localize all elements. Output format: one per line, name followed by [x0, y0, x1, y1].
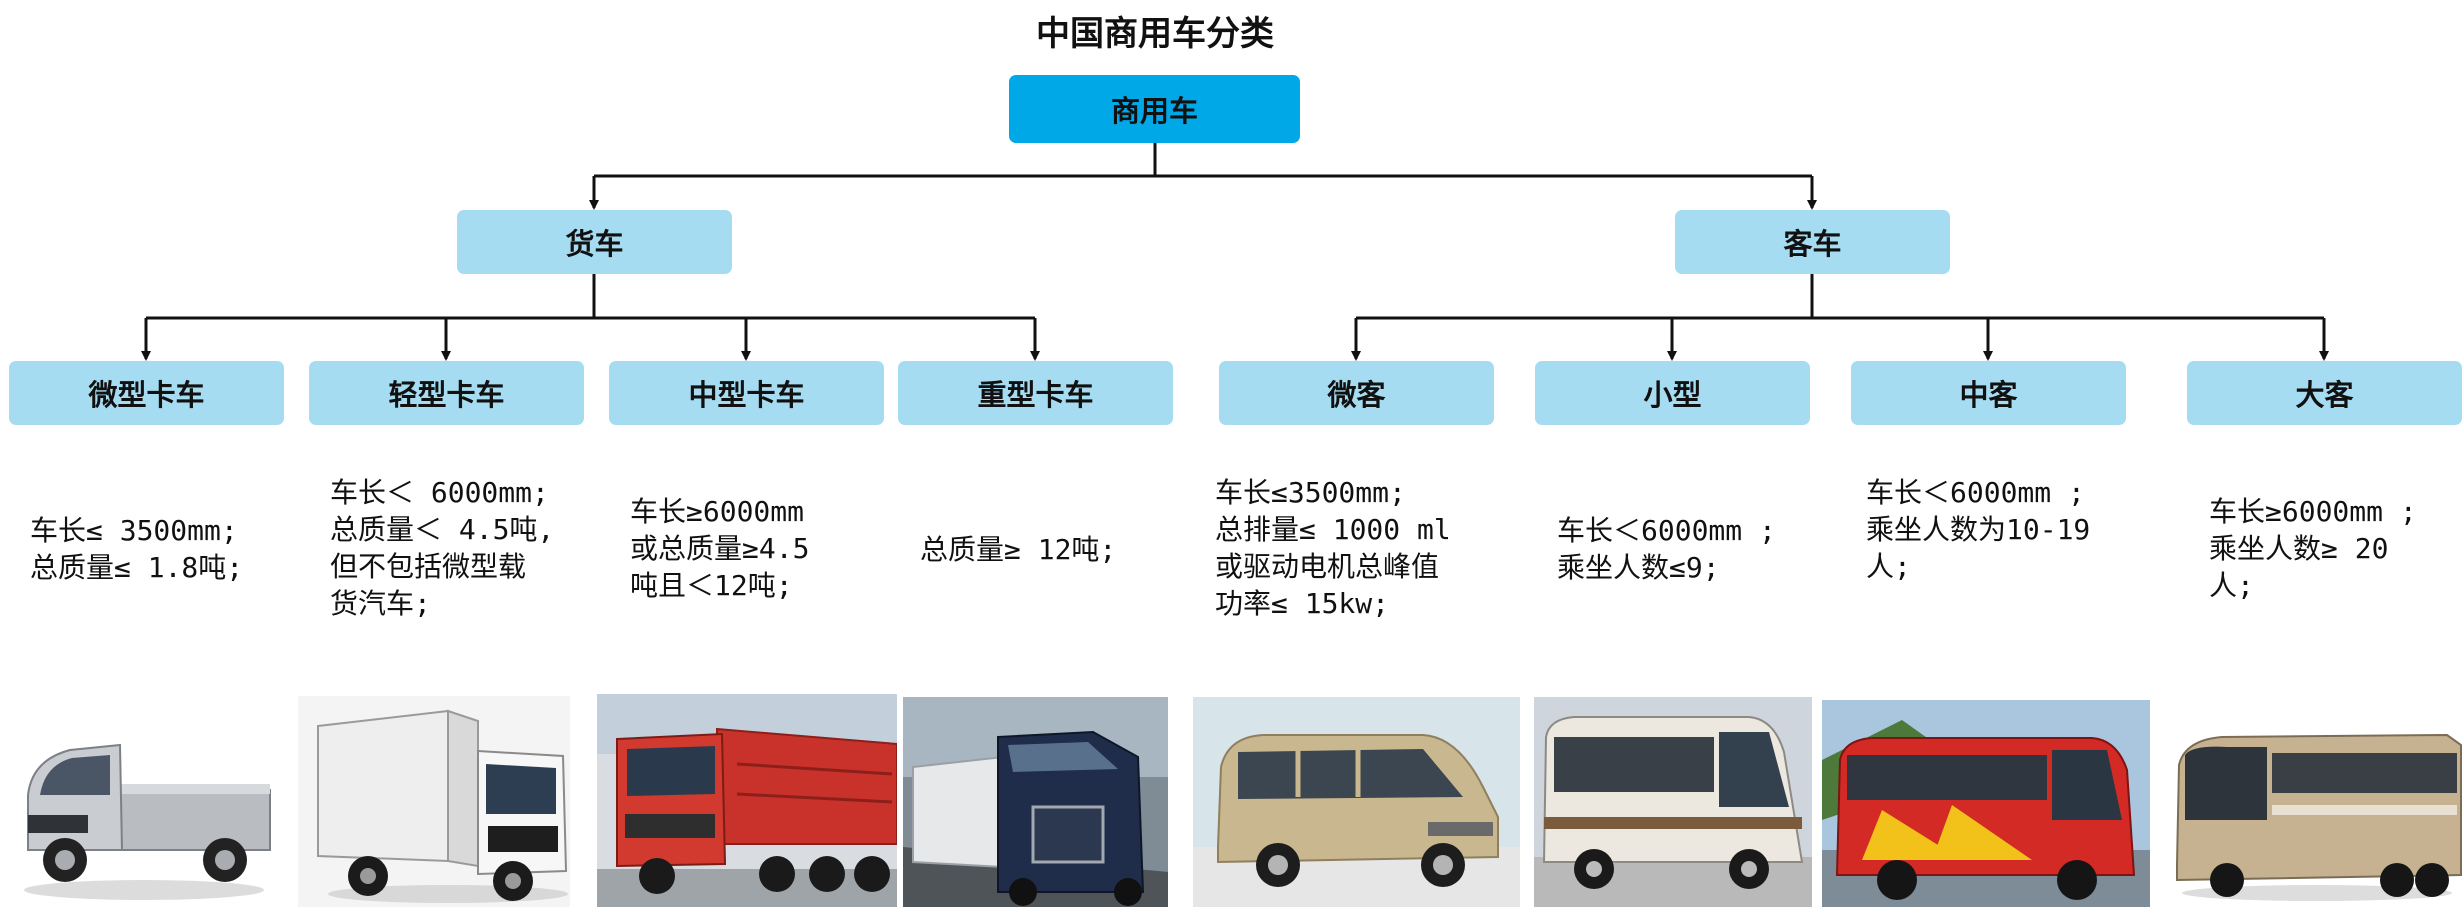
- category-node-label: 中客: [1959, 378, 2018, 412]
- category-node-label: 微客: [1327, 378, 1386, 412]
- group-node-label: 客车: [1783, 227, 1842, 261]
- category-description: 车长＜6000mm ; 乘坐人数为10-19 人;: [1866, 476, 2091, 583]
- heavy-truck-image: [903, 697, 1168, 907]
- category-node-light-truck: 轻型卡车: [309, 361, 584, 425]
- category-node-label: 小型: [1643, 378, 1702, 412]
- category-description: 车长≤ 3500mm; 总质量≤ 1.8吨;: [30, 514, 244, 584]
- category-node-small-bus: 小型: [1535, 361, 1810, 425]
- root-node: 商用车: [1009, 75, 1300, 143]
- group-node-passenger: 客车: [1675, 210, 1950, 274]
- category-description: 车长≥6000mm ; 乘坐人数≥ 20 人;: [2209, 495, 2417, 602]
- diagram-title: 中国商用车分类: [1036, 14, 1274, 54]
- category-node-label: 大客: [2295, 378, 2354, 412]
- category-node-large-coach: 大客: [2187, 361, 2462, 425]
- group-node-label: 货车: [565, 227, 624, 261]
- category-node-medium-truck: 中型卡车: [609, 361, 884, 425]
- medium-bus-image: [1822, 700, 2150, 907]
- category-node-heavy-truck: 重型卡车: [898, 361, 1173, 425]
- category-node-label: 重型卡车: [977, 378, 1094, 412]
- minivan-image: [1193, 697, 1520, 907]
- medium-truck-image: [597, 694, 897, 907]
- category-description: 总质量≥ 12吨;: [920, 533, 1117, 566]
- category-node-medium-bus: 中客: [1851, 361, 2126, 425]
- category-node-mini-truck: 微型卡车: [9, 361, 284, 425]
- category-description: 车长＜ 6000mm; 总质量＜ 4.5吨, 但不包括微型载 货汽车;: [330, 476, 555, 620]
- group-node-freight: 货车: [457, 210, 732, 274]
- category-node-label: 中型卡车: [688, 378, 805, 412]
- category-node-label: 微型卡车: [88, 378, 205, 412]
- mini-truck-image: [10, 700, 278, 907]
- root-node-label: 商用车: [1110, 94, 1198, 128]
- category-node-minivan: 微客: [1219, 361, 1494, 425]
- light-truck-image: [298, 696, 570, 907]
- large-coach-image: [2167, 715, 2463, 907]
- small-bus-image: [1534, 697, 1812, 907]
- category-description: 车长≤3500mm; 总排量≤ 1000 ml 或驱动电机总峰值 功率≤ 15k…: [1215, 476, 1451, 620]
- category-description: 车长＜6000mm ; 乘坐人数≤9;: [1557, 514, 1776, 584]
- category-node-label: 轻型卡车: [388, 378, 505, 412]
- category-description: 车长≥6000mm 或总质量≥4.5 吨且＜12吨;: [630, 495, 810, 602]
